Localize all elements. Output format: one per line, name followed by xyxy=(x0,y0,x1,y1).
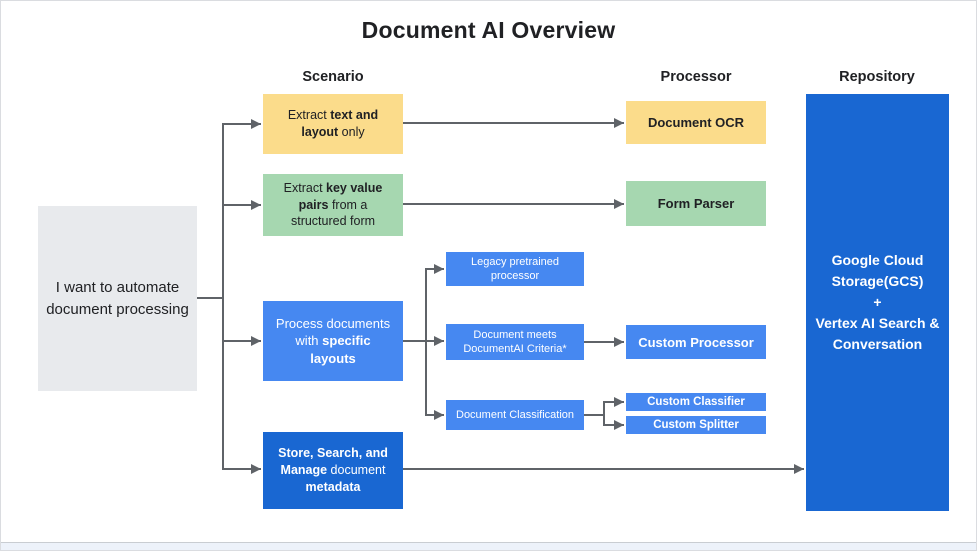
node-form-parser-label: Form Parser xyxy=(657,196,735,211)
node-custom-splitter: Custom Splitter xyxy=(626,416,766,434)
node-document-classification: Document Classification xyxy=(446,400,584,430)
node-document-meets-criteria-label: Document meets DocumentAI Criteria* xyxy=(463,328,567,355)
node-custom-processor-label: Custom Processor xyxy=(638,334,754,350)
repository-line-gcs: Google Cloud Storage(GCS) xyxy=(831,252,924,289)
repository-line-plus: + xyxy=(873,294,882,310)
node-repository: Google Cloud Storage(GCS) + Vertex AI Se… xyxy=(806,94,949,511)
node-extract-key-value-label: Extract key value pairs from a structure… xyxy=(283,180,383,229)
node-process-specific-layouts: Process documents with specific layouts xyxy=(263,301,403,381)
node-process-specific-layouts-label: Process documents with specific layouts xyxy=(275,315,391,366)
node-extract-text-layout: Extract text and layout only xyxy=(263,94,403,154)
node-custom-processor: Custom Processor xyxy=(626,325,766,359)
node-store-search-manage-label: Store, Search, and Manage document metad… xyxy=(278,446,388,494)
node-document-ocr: Document OCR xyxy=(626,101,766,144)
node-custom-splitter-label: Custom Splitter xyxy=(653,419,739,431)
page-footer-strip xyxy=(1,542,976,550)
node-document-classification-label: Document Classification xyxy=(456,408,574,421)
column-header-scenario: Scenario xyxy=(302,69,364,85)
node-extract-text-layout-label: Extract text and layout only xyxy=(287,108,379,139)
page-title: Document AI Overview xyxy=(361,17,616,43)
node-form-parser: Form Parser xyxy=(626,181,766,226)
column-header-processor: Processor xyxy=(660,69,732,85)
node-start: I want to automate document processing xyxy=(38,206,197,391)
node-store-search-manage: Store, Search, and Manage document metad… xyxy=(263,432,403,509)
node-document-meets-criteria: Document meets DocumentAI Criteria* xyxy=(446,324,584,360)
node-document-ocr-label: Document OCR xyxy=(647,115,745,130)
node-legacy-pretrained-label: Legacy pretrained processor xyxy=(470,255,560,282)
node-custom-classifier-label: Custom Classifier xyxy=(647,396,745,408)
repository-line-vertex: Vertex AI Search & Conversation xyxy=(815,315,940,352)
node-start-label: I want to automate document processing xyxy=(46,278,189,318)
node-repository-label: Google Cloud Storage(GCS) + Vertex AI Se… xyxy=(814,250,941,355)
node-custom-classifier: Custom Classifier xyxy=(626,393,766,411)
column-header-repository: Repository xyxy=(839,69,915,85)
node-extract-key-value: Extract key value pairs from a structure… xyxy=(263,174,403,236)
node-legacy-pretrained: Legacy pretrained processor xyxy=(446,252,584,286)
